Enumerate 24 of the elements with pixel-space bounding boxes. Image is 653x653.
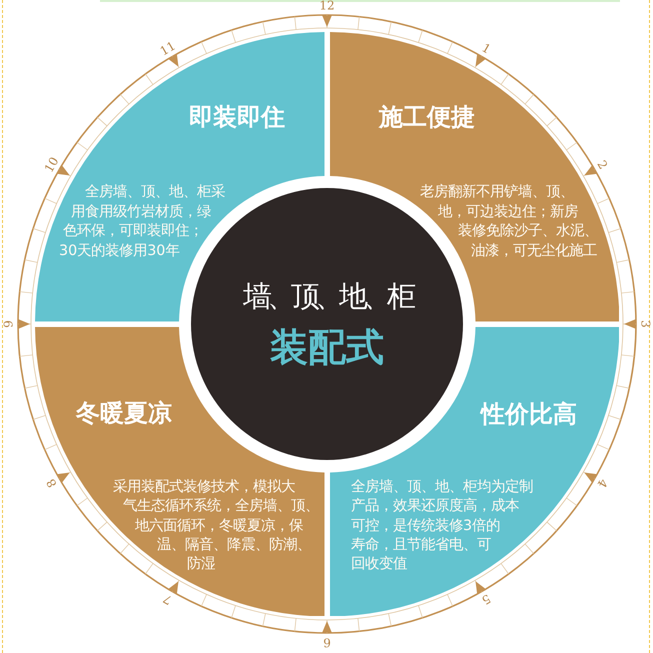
center-heading: 墙、顶、地、柜 — [243, 278, 411, 314]
sector-panel — [35, 32, 324, 322]
segment-title: 施工便捷 — [379, 102, 475, 132]
hour-number: 9 — [2, 320, 16, 328]
hour-number: 5 — [479, 592, 493, 607]
hour-number: 7 — [161, 592, 175, 607]
segment-text: 全房墙、顶、地、柜采用食用级竹岩材质，绿色环保，可即装即住；30天的装修用30年 — [59, 183, 226, 260]
hour-number: 10 — [42, 155, 62, 175]
segment-title: 冬暖夏凉 — [76, 398, 172, 428]
hour-number: 11 — [158, 39, 178, 58]
hour-number: 12 — [319, 0, 335, 12]
center-title: 装配式 — [270, 324, 384, 370]
hour-number: 8 — [44, 476, 60, 490]
segment-text: 老房翻新不用铲墙、顶、地，可边装边住；新房装修免除沙子、水泥、油漆，可无尘化施工 — [420, 183, 599, 260]
hour-number: 6 — [323, 636, 331, 648]
hour-number: 2 — [594, 158, 610, 172]
segment-title: 性价比高 — [481, 399, 577, 429]
segment-title: 即装即住 — [189, 102, 285, 132]
hour-number: 4 — [594, 476, 610, 490]
hour-number: 3 — [638, 320, 652, 328]
segment-text: 采用装配式装修技术，模拟大气生态循环系统，全房墙、顶、地六面循环，冬暖夏凉，保温、隔音、降震、防潮、防湿 — [113, 478, 320, 574]
sector-panel — [330, 32, 619, 322]
hour-number: 1 — [479, 41, 493, 56]
segment-text: 全房墙、顶、地、柜均为定制产品，效果还原度高，成本可控，是传统装修3倍的寿命，且节能省电、可回收变值 — [351, 478, 534, 574]
